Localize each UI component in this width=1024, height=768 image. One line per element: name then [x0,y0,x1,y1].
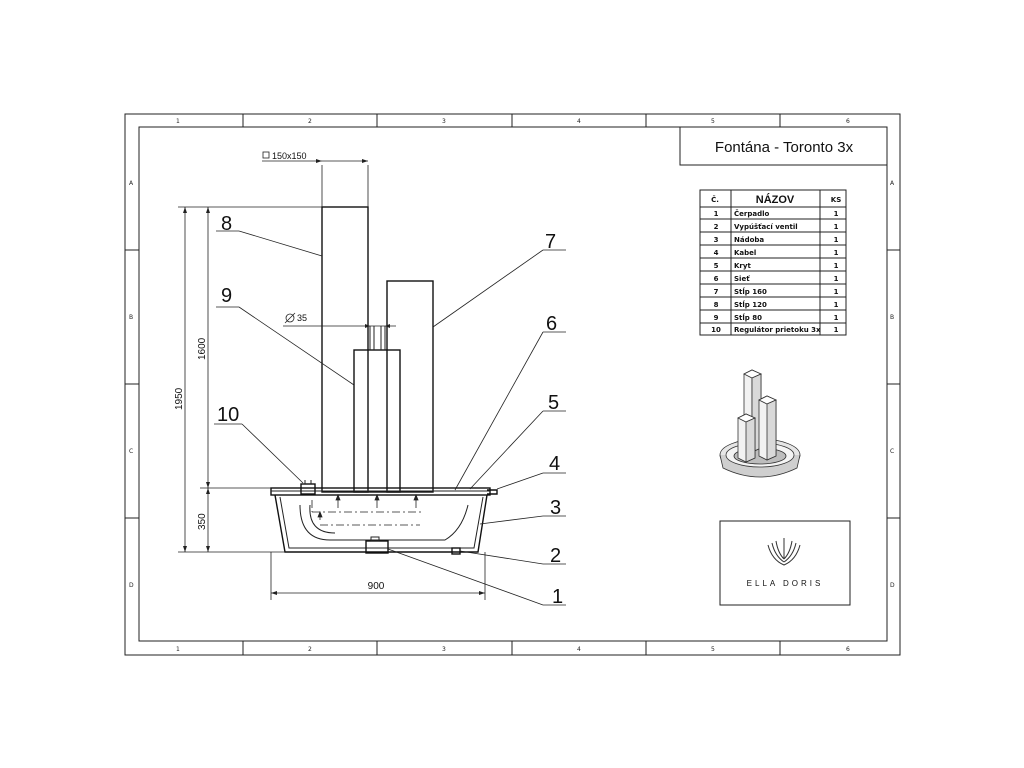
row-label-left: D [129,582,134,589]
bom-row-no: 10 [711,326,721,334]
row-label-right: D [890,582,895,589]
bom-row-ks: 1 [834,210,839,218]
brand-name: ELLA DORIS [747,579,824,588]
row-label-left: A [129,180,134,187]
bom-header-name: NÁZOV [756,193,795,206]
bom-row-no: 4 [714,249,719,257]
col-label-bottom: 5 [711,646,715,653]
column-stlp-80 [353,349,401,493]
bom-row-ks: 1 [834,301,839,309]
drawing-title: Fontána - Toronto 3x [715,139,854,156]
bom-header-ks: KS [831,196,841,204]
flow-regulator [300,483,316,495]
callout-1: 1 [552,586,563,608]
bom-row-name: Stĺp 160 [734,287,767,296]
bom-row-name: Stĺp 80 [734,313,762,322]
callout-3: 3 [550,497,561,519]
col-label-top: 1 [176,118,180,125]
col-label-bottom: 4 [577,646,581,653]
bom-row-name: Regulátor prietoku 3x [734,326,821,334]
bom-table: Č. NÁZOV KS 1 Čerpadlo 1 2 Vypúšťací ven… [699,189,847,336]
col-label-top: 5 [711,118,715,125]
bom-row-ks: 1 [834,314,839,322]
row-label-right: A [890,180,895,187]
col-label-bottom: 3 [442,646,446,653]
callout-7: 7 [545,231,556,253]
callout-8: 8 [221,213,232,235]
isometric-preview [719,369,801,478]
callout-6: 6 [546,313,557,335]
bom-row-name: Kabel [734,249,756,257]
dim-diameter: 35 [297,313,307,323]
bom-header-no: Č. [711,195,719,204]
bom-row-name: Vypúšťací ventil [734,222,798,231]
row-label-right: C [890,448,894,455]
col-label-top: 4 [577,118,581,125]
callout-10: 10 [217,404,239,426]
col-label-bottom: 1 [176,646,180,653]
bom-row-ks: 1 [834,262,839,270]
bom-row-no: 5 [714,262,719,270]
bom-row-name: Sieť [734,274,750,283]
row-label-right: B [890,314,894,321]
bom-row-no: 9 [714,314,719,322]
bom-row-ks: 1 [834,236,839,244]
bom-row-no: 3 [714,236,719,244]
brand-logo-icon [767,538,801,566]
bom-row-no: 2 [714,223,719,231]
basin-body [274,494,488,553]
dim-square: 150x150 [272,151,307,161]
row-label-left: C [129,448,133,455]
basin-inner [299,504,469,541]
bom-row-no: 7 [714,288,719,296]
drain-valve [451,547,461,555]
dim-height-basin: 350 [197,513,208,530]
col-label-top: 6 [846,118,850,125]
col-label-bottom: 6 [846,646,850,653]
dimensions: 150x150 35 1950 1600 350 900 [174,151,486,600]
bom-row-ks: 1 [834,275,839,283]
dim-height-total: 1950 [174,387,185,410]
bom-row-no: 6 [714,275,719,283]
frame-ticks [125,114,900,655]
col-label-top: 3 [442,118,446,125]
bom-row-ks: 1 [834,249,839,257]
callout-9: 9 [221,285,232,307]
cable [487,489,498,495]
bom-row-ks: 1 [834,288,839,296]
bom-row-ks: 1 [834,223,839,231]
bom-row-name: Stĺp 120 [734,300,767,309]
bom-row-no: 8 [714,301,719,309]
column-stlp-160 [386,280,434,493]
callout-5: 5 [548,392,559,414]
pump [365,540,389,554]
callout-2: 2 [550,545,561,567]
col-label-top: 2 [308,118,312,125]
title-box [679,126,888,166]
bom-row-ks: 1 [834,326,839,334]
bom-row-name: Čerpadlo [734,209,769,218]
internal-piping [311,500,422,526]
callout-4: 4 [549,453,560,475]
callout-leaders [214,230,566,606]
fountain-elevation [270,206,498,555]
dim-width-basin: 900 [368,581,385,592]
bom-row-name: Kryt [734,262,751,270]
col-label-bottom: 2 [308,646,312,653]
bom-row-no: 1 [714,210,719,218]
dim-height-column: 1600 [197,337,208,360]
row-label-left: B [129,314,133,321]
logo-box [719,520,851,606]
bom-row-name: Nádoba [734,236,764,244]
